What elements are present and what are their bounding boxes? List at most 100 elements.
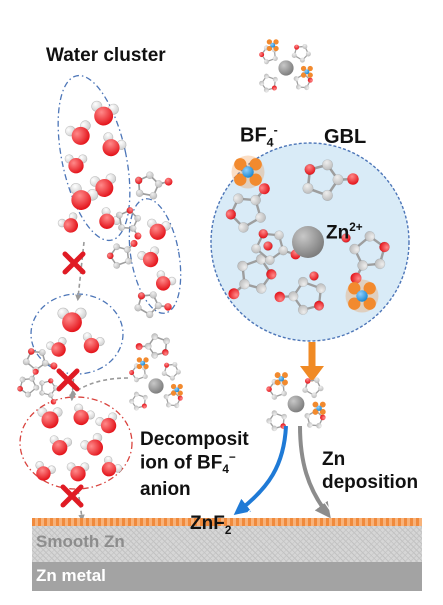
- carbon-atom: [133, 405, 139, 411]
- znf2-label: ZnF2: [190, 513, 232, 537]
- oxygen-atom: [62, 312, 82, 333]
- desolvation-arrowhead: [300, 366, 324, 382]
- oxygen-atom: [341, 233, 351, 243]
- carbon-atom: [281, 390, 287, 397]
- carbon-atom: [123, 246, 131, 254]
- decomposition-arrow-highlight: [247, 425, 293, 513]
- carbon-atom: [321, 159, 334, 171]
- carbon-atom: [29, 375, 36, 382]
- water-molecule: [137, 246, 160, 268]
- carbon-atom: [317, 385, 324, 392]
- water-molecule: [102, 132, 127, 157]
- water-molecule: [99, 207, 122, 229]
- oxygen-atom: [102, 139, 120, 157]
- fluorine-atom: [266, 45, 273, 52]
- gbl-molecule: [115, 206, 142, 240]
- zn-deposition-label: Zn deposition: [322, 449, 419, 494]
- boron-atom: [140, 360, 146, 366]
- carbon-atom: [135, 189, 144, 198]
- water-molecule: [147, 218, 171, 240]
- oxygen-atom: [129, 370, 135, 376]
- gbl-molecule: [39, 378, 59, 405]
- carbon-atom: [321, 189, 333, 201]
- oxygen-atom: [309, 271, 319, 281]
- carbon-atom: [271, 410, 278, 416]
- carbon-atom: [154, 180, 163, 188]
- oxygen-atom: [304, 378, 311, 384]
- boron-atom: [242, 166, 254, 178]
- solvation-cluster-icon: [259, 39, 313, 93]
- fluorine-atom: [282, 379, 288, 386]
- oxygen-atom: [134, 176, 143, 185]
- water-molecule: [49, 435, 73, 456]
- oxygen-atom: [94, 106, 114, 126]
- oxygen-atom: [17, 385, 24, 392]
- bf4-anion: [231, 155, 265, 189]
- oxygen-atom: [106, 252, 114, 260]
- bf4-anion-label: BF4-: [240, 123, 278, 150]
- oxygen-atom: [86, 439, 104, 456]
- carbon-atom: [281, 413, 287, 420]
- gbl-molecule: [259, 73, 278, 93]
- oxygen-atom: [100, 417, 117, 434]
- carbon-atom: [151, 333, 159, 341]
- carbon-atom: [307, 422, 313, 428]
- carbon-atom: [357, 260, 368, 271]
- bf4-anion: [345, 279, 379, 313]
- oxygen-atom: [258, 228, 269, 239]
- bf4-anion: [170, 383, 183, 396]
- oxygen-atom: [304, 163, 316, 176]
- oxygen-atom: [32, 368, 39, 375]
- fluorine-atom: [274, 379, 281, 386]
- carbon-atom: [47, 392, 54, 398]
- carbon-atom: [169, 375, 175, 381]
- oxygen-atom: [164, 177, 173, 186]
- carbon-atom: [272, 55, 278, 62]
- oxygen-atom: [73, 409, 89, 426]
- oxygen-atom: [27, 347, 35, 355]
- oxygen-atom: [142, 251, 159, 268]
- fluorine-atom: [363, 282, 376, 295]
- bf4-anion: [266, 39, 279, 52]
- gbl-molecule: [161, 361, 181, 381]
- oxygen-atom: [101, 462, 117, 477]
- boron-atom: [270, 42, 276, 48]
- carbon-atom: [263, 73, 269, 79]
- zinc-ion: [278, 60, 294, 76]
- carbon-atom: [291, 52, 297, 58]
- zn-metal-label: Zn metal: [36, 566, 106, 585]
- water-molecule: [37, 407, 63, 429]
- fluorine-atom: [136, 363, 143, 370]
- gbl-molecule: [22, 347, 58, 374]
- decomposition-label: Decomposit ion of BF4− anion: [140, 429, 249, 500]
- carbon-atom: [263, 59, 269, 65]
- fluorine-atom: [266, 39, 273, 45]
- water-cluster-outline: [128, 198, 182, 314]
- carbon-atom: [250, 194, 261, 206]
- oxygen-atom: [71, 126, 90, 145]
- carbon-atom: [271, 425, 278, 432]
- water-molecule: [80, 432, 104, 456]
- fluorine-atom: [300, 72, 307, 78]
- oxygen-atom: [50, 362, 58, 370]
- oxygen-atom: [95, 178, 114, 197]
- carbon-atom: [25, 391, 32, 398]
- oxygen-atom: [164, 362, 170, 368]
- oxygen-atom: [141, 403, 147, 409]
- oxygen-atom: [51, 342, 66, 357]
- oxygen-atom: [50, 399, 57, 405]
- gbl-molecule: [225, 183, 270, 233]
- oxygen-atom: [313, 300, 325, 311]
- carbon-atom: [332, 174, 344, 186]
- oxygen-atom: [228, 288, 240, 300]
- blocked-stroke: [60, 484, 84, 508]
- blocked-mark: [62, 251, 86, 275]
- interface-water-outline: [19, 396, 133, 490]
- carbon-atom: [297, 276, 309, 287]
- oxygen-atom: [63, 218, 78, 233]
- water-molecule: [89, 173, 117, 197]
- fluorine-atom: [234, 173, 247, 186]
- gbl-molecule: [302, 159, 359, 201]
- carbon-atom: [349, 243, 360, 255]
- carbon-atom: [296, 84, 302, 90]
